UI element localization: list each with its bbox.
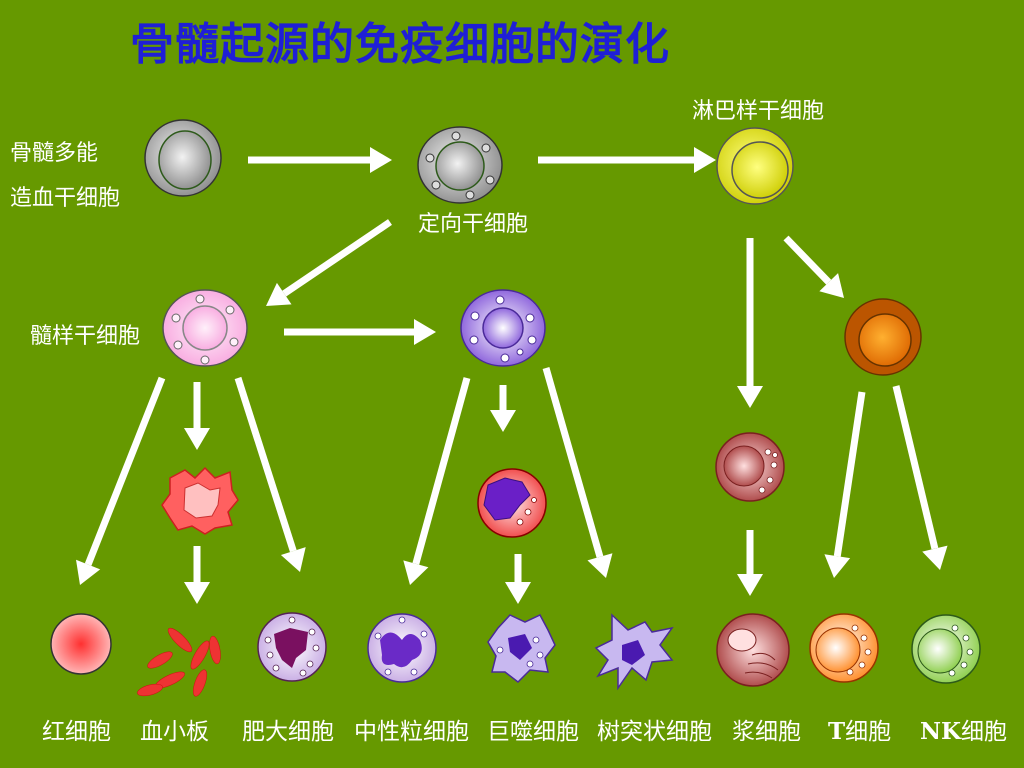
arrow-committed-to-lymphoid bbox=[538, 147, 716, 173]
hematopoietic-stem-cell bbox=[144, 119, 222, 197]
dendritic-cell-label: 树突状细胞 bbox=[597, 719, 712, 745]
arrow-myeloid-to-erythrocyte bbox=[76, 376, 166, 585]
arrow-hsc-to-committed bbox=[248, 147, 392, 173]
arrow-myeloid-to-megakaryocyte bbox=[184, 382, 210, 450]
lymphoid-label: 淋巴样干细胞 bbox=[692, 99, 825, 124]
myeloid-stem-cell bbox=[162, 289, 248, 367]
hsc-label-line2: 造血干细胞 bbox=[10, 186, 121, 211]
neutrophil-label: 中性粒细胞 bbox=[354, 719, 469, 745]
pre-plasma-cell bbox=[715, 432, 785, 502]
megakaryocyte bbox=[161, 466, 239, 535]
plasma-cell bbox=[716, 613, 790, 687]
platelet-label: 血小板 bbox=[140, 719, 209, 745]
monocyte bbox=[477, 468, 547, 538]
page-title: 骨髓起源的免疫细胞的演化 bbox=[130, 19, 670, 70]
arrow-myeloid-to-mast bbox=[234, 376, 306, 572]
mast-cell bbox=[257, 612, 327, 682]
committed-label: 定向干细胞 bbox=[418, 212, 529, 237]
t-cell-label: T细胞 bbox=[828, 718, 892, 745]
arrow-progenitor-to-neutrophil bbox=[403, 377, 471, 585]
arrow-progenitor-to-dendritic bbox=[542, 367, 613, 578]
t-cell bbox=[809, 613, 879, 683]
lymphoid-stem-cell bbox=[716, 127, 794, 205]
myeloid-label: 髓样干细胞 bbox=[30, 324, 141, 349]
myeloid-progenitor-cell bbox=[460, 289, 546, 367]
arrow-bcell-to-tcell bbox=[824, 391, 866, 578]
dendritic-cell bbox=[594, 613, 674, 691]
nk-cell-label: NK细胞 bbox=[920, 718, 1008, 745]
macrophage bbox=[487, 614, 556, 683]
arrow-progenitor-to-monocyte bbox=[490, 385, 516, 432]
macrophage-label: 巨噬细胞 bbox=[487, 719, 579, 745]
arrow-preplasma-to-plasma bbox=[737, 530, 763, 596]
hsc-label-line1: 骨髓多能 bbox=[10, 141, 99, 166]
arrow-monocyte-to-macrophage bbox=[505, 554, 531, 604]
lineage-arrows bbox=[76, 147, 948, 604]
plasma-cell-label: 浆细胞 bbox=[732, 719, 801, 745]
arrow-myeloid-to-progenitor bbox=[284, 319, 436, 345]
nk-cell bbox=[911, 614, 981, 684]
platelets bbox=[137, 627, 221, 697]
committed-stem-cell bbox=[417, 126, 503, 204]
arrow-committed-to-myeloid bbox=[266, 219, 392, 306]
erythrocyte bbox=[50, 613, 112, 675]
arrow-lymphoid-to-plasma bbox=[737, 238, 763, 408]
arrow-megakaryocyte-to-platelets bbox=[184, 546, 210, 604]
b-lymphocyte bbox=[844, 298, 922, 376]
neutrophil bbox=[367, 613, 437, 683]
mast-cell-label: 肥大细胞 bbox=[242, 719, 334, 745]
erythrocyte-label: 红细胞 bbox=[42, 719, 111, 745]
arrow-lymphoid-to-bcell bbox=[783, 235, 844, 298]
arrow-bcell-to-nk bbox=[892, 385, 948, 570]
